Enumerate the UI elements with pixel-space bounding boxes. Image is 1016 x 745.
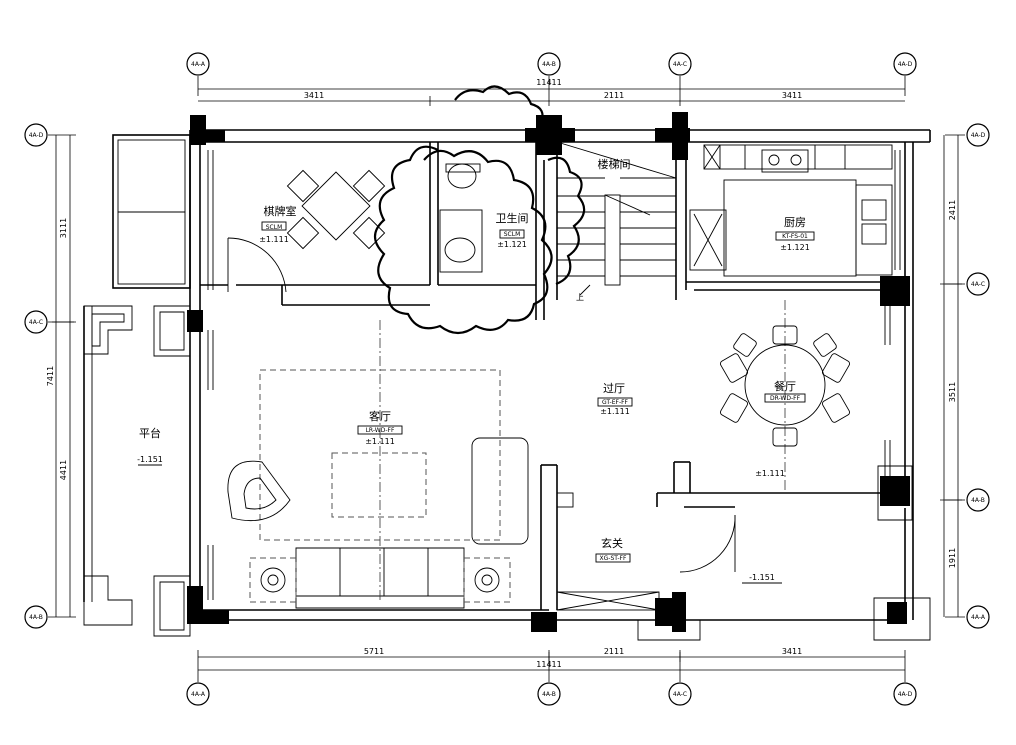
foyer-tag: XG-ST-FF xyxy=(600,555,627,562)
dim-bottom-1: 5711 xyxy=(364,647,384,656)
dim-bottom-3: 3411 xyxy=(782,647,802,656)
terrace-area: 平台 -1.151 xyxy=(83,134,191,637)
grid-bubbles-right: 4A-D 4A-C 4A-B 4A-A xyxy=(966,123,990,629)
terrace-name: 平台 xyxy=(139,426,161,440)
living-room: 客厅 LR-WD-FF ±1.111 xyxy=(227,320,529,609)
stair-up-label: 上 xyxy=(576,293,584,302)
foyer: 玄关 XG-ST-FF -1.151 xyxy=(595,536,782,584)
dimension-bottom: 5711 2111 3411 11411 xyxy=(198,647,905,671)
grid-bubbles-top: 4A-A 4A-B 4A-C 4A-D xyxy=(186,52,917,76)
grid-bubble-right-2: 4A-C xyxy=(971,281,985,288)
grid-bubble-top-1: 4A-A xyxy=(191,61,206,68)
kitchen-tag: KT-FS-01 xyxy=(782,233,808,240)
grid-bubbles-left: 4A-D 4A-C 4A-B xyxy=(24,123,48,629)
grid-bubble-bottom-2: 4A-B xyxy=(542,691,556,698)
dim-right-3: 1911 xyxy=(948,548,957,568)
grid-bubble-top-4: 4A-D xyxy=(898,61,913,68)
grid-bubbles-bottom: 4A-A 4A-B 4A-C 4A-D xyxy=(186,682,917,706)
dining-name: 餐厅 xyxy=(774,379,796,393)
mahjong-level: ±1.111 xyxy=(259,235,289,244)
grid-bubble-top-3: 4A-C xyxy=(673,61,687,68)
structural-columns xyxy=(187,112,910,632)
grid-bubble-left-1: 4A-D xyxy=(29,132,44,139)
terrace-level: -1.151 xyxy=(137,455,163,464)
grid-bubble-left-2: 4A-C xyxy=(29,319,43,326)
dim-top-3: 3411 xyxy=(782,91,802,100)
dim-left-total: 7411 xyxy=(46,366,55,386)
grid-bubble-bottom-1: 4A-A xyxy=(191,691,206,698)
dim-bottom-total: 11411 xyxy=(536,660,561,669)
mahjong-name: 棋牌室 xyxy=(264,204,297,218)
grid-bubble-bottom-3: 4A-C xyxy=(673,691,687,698)
dining-chairs-icon xyxy=(719,325,851,447)
kitchen: 厨房 KT-FS-01 ±1.121 xyxy=(685,142,895,291)
dim-left-2: 4411 xyxy=(59,460,68,480)
mahjong-room: 棋牌室 SCLM ±1.111 xyxy=(200,142,439,306)
grid-bubble-bottom-4: 4A-D xyxy=(898,691,913,698)
hall-name: 过厅 xyxy=(603,382,625,395)
dim-top-total: 11411 xyxy=(536,78,561,87)
dimension-right: 2411 3511 1911 xyxy=(940,135,962,617)
grid-bubble-right-1: 4A-D xyxy=(971,132,986,139)
bathroom-name: 卫生间 xyxy=(496,211,529,225)
exterior-walls xyxy=(189,129,931,621)
dim-right-1: 2411 xyxy=(948,200,957,220)
dining-tag: DR-WD-FF xyxy=(770,395,801,402)
stair-name: 楼梯间 xyxy=(598,157,631,171)
hall: 过厅 GT-EF-FF ±1.111 xyxy=(597,382,633,416)
kitchen-name: 厨房 xyxy=(784,216,806,229)
dim-top-1: 3411 xyxy=(304,91,324,100)
dim-top-2: 2111 xyxy=(604,91,624,100)
dim-left-1: 3111 xyxy=(59,218,68,238)
dim-bottom-2: 2111 xyxy=(604,647,624,656)
dimension-left: 3111 4411 7411 xyxy=(46,135,74,617)
grid-bubble-top-2: 4A-B xyxy=(542,61,556,68)
dim-right-2: 3511 xyxy=(948,382,957,402)
foyer-name: 玄关 xyxy=(601,536,623,550)
grid-bubble-right-4: 4A-A xyxy=(971,614,986,621)
hall-tag: GT-EF-FF xyxy=(602,399,629,406)
grid-bubble-left-3: 4A-B xyxy=(29,614,43,621)
grid-bubble-right-3: 4A-B xyxy=(971,497,985,504)
dining-level: ±1.111 xyxy=(755,469,785,478)
mahjong-table-icon xyxy=(286,169,386,250)
dining-room: 餐厅 DR-WD-FF ±1.111 xyxy=(719,300,851,490)
dimension-top: 11411 3411 2111 3411 xyxy=(198,78,905,106)
grid-lines xyxy=(48,76,965,682)
bathroom-level: ±1.121 xyxy=(497,240,527,249)
mahjong-tag: SCLM xyxy=(266,224,283,231)
bathroom: 卫生间 SCLM ±1.121 xyxy=(373,85,553,335)
hall-level: ±1.111 xyxy=(600,407,630,416)
bathroom-tag: SCLM xyxy=(504,231,521,238)
interior-walls xyxy=(540,461,931,641)
kitchen-level: ±1.121 xyxy=(780,243,810,252)
entry-level: -1.151 xyxy=(749,573,775,582)
staircase: 楼梯间 上 xyxy=(547,141,677,302)
